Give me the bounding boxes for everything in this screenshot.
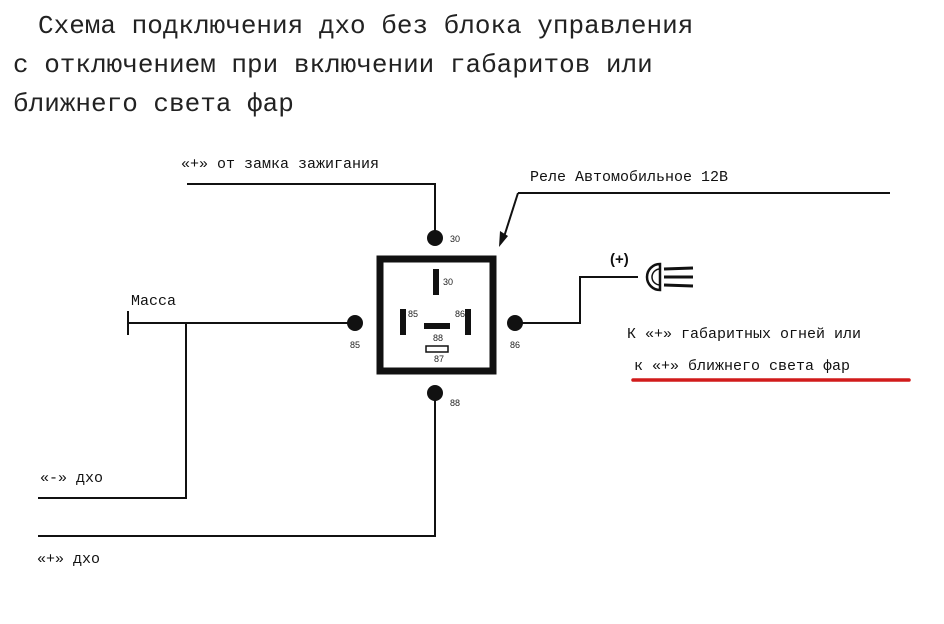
relay-arrow-head bbox=[499, 231, 508, 247]
pin-86-outer-label: 86 bbox=[510, 340, 520, 350]
lights-wire: 86 (+) bbox=[507, 251, 694, 350]
headlight-icon bbox=[645, 262, 694, 292]
pin-85-terminal bbox=[347, 315, 363, 331]
title-line-2: с отключением при включении габаритов ил… bbox=[13, 50, 653, 80]
lights-line bbox=[515, 276, 638, 324]
drl-plus-line bbox=[38, 393, 436, 537]
ground-wire: Масса 85 bbox=[127, 293, 363, 350]
title-line-3: ближнего света фар bbox=[13, 89, 294, 119]
pin-88-outer-label: 88 bbox=[450, 398, 460, 408]
relay-contact-85 bbox=[400, 309, 406, 335]
title-line-1: Схема подключения дхо без блока управлен… bbox=[38, 11, 693, 41]
relay-contact-85-label: 85 bbox=[408, 309, 418, 319]
relay-contact-88-label: 88 bbox=[433, 333, 443, 343]
ignition-label: «+» от замка зажигания bbox=[181, 156, 379, 173]
drl-minus-wire: «-» дхо bbox=[38, 323, 187, 499]
lights-label-line-1: К «+» габаритных огней или bbox=[627, 326, 861, 343]
relay-contact-86-label: 86 bbox=[455, 309, 465, 319]
relay-arrow-line bbox=[502, 192, 519, 241]
pin-85-outer-label: 85 bbox=[350, 340, 360, 350]
drl-plus-label: «+» дхо bbox=[37, 551, 100, 568]
lights-label-line-2: к «+» ближнего света фар bbox=[634, 358, 850, 375]
diagram-title: Схема подключения дхо без блока управлен… bbox=[13, 11, 693, 119]
relay-contact-87-label: 87 bbox=[434, 354, 444, 364]
drl-minus-line bbox=[38, 323, 187, 499]
ground-label: Масса bbox=[131, 293, 176, 310]
relay-contact-86 bbox=[465, 309, 471, 335]
relay-contact-30-label: 30 bbox=[443, 277, 453, 287]
ignition-wire: «+» от замка зажигания 30 bbox=[181, 156, 460, 246]
relay: 30 85 86 88 87 bbox=[376, 255, 497, 375]
lamp-plus-label: (+) bbox=[610, 251, 629, 268]
drl-minus-label: «-» дхо bbox=[40, 470, 103, 487]
relay-contact-30 bbox=[433, 269, 439, 295]
relay-contact-87 bbox=[425, 345, 449, 353]
ignition-line bbox=[187, 183, 436, 238]
pin-30-outer-label: 30 bbox=[450, 234, 460, 244]
drl-plus-wire: 88 «+» дхо bbox=[37, 385, 460, 568]
lights-description: К «+» габаритных огней или к «+» ближнег… bbox=[627, 326, 911, 382]
relay-contact-88 bbox=[424, 323, 450, 329]
pin-30-terminal bbox=[427, 230, 443, 246]
relay-label: Реле Автомобильное 12В bbox=[530, 169, 728, 186]
relay-callout: Реле Автомобильное 12В bbox=[499, 169, 890, 247]
